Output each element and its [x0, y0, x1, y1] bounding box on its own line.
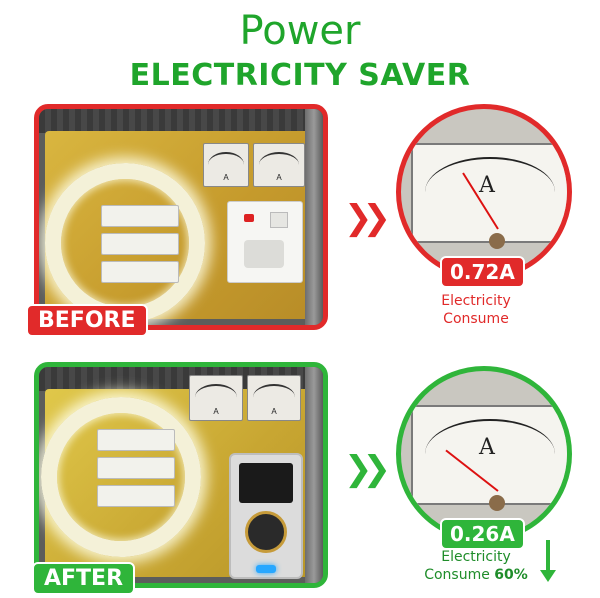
meter-scale	[425, 157, 555, 227]
socket	[244, 240, 284, 268]
lamp-driver	[97, 457, 175, 479]
saver-display	[239, 463, 293, 503]
lamp-driver	[101, 261, 179, 283]
arrow-down-icon	[540, 540, 556, 584]
title-power: Power	[239, 8, 361, 54]
power-outlet	[227, 201, 303, 283]
ammeter-mini: A	[203, 143, 249, 187]
savings-percent: 60%	[494, 567, 528, 583]
chevron-right-icon: ❯❯	[344, 449, 391, 489]
case-side	[305, 367, 323, 583]
meter-unit-label: A	[479, 173, 495, 198]
electricity-saver-device	[229, 453, 303, 579]
after-current-reading: 0.26A	[440, 518, 525, 550]
outlet-switch	[270, 212, 288, 228]
case-lid	[39, 109, 323, 133]
caption-line2: Consume	[443, 311, 509, 327]
before-tag: BEFORE	[26, 304, 148, 337]
lamp-driver	[97, 429, 175, 451]
after-tag: AFTER	[32, 562, 136, 595]
ammeter-mini: A	[189, 375, 243, 421]
meter-scale	[425, 419, 555, 489]
ammeter-mini: A	[247, 375, 301, 421]
ammeter-mini: A	[253, 143, 305, 187]
chevron-right-icon: ❯❯	[344, 198, 391, 238]
before-photo: A A	[34, 104, 328, 330]
meter-bolt	[489, 495, 505, 511]
saver-knob	[245, 511, 287, 553]
case-side	[305, 109, 323, 325]
caption-line1: Electricity	[441, 549, 511, 565]
after-photo: A A	[34, 362, 328, 588]
caption-line1: Electricity	[441, 293, 511, 309]
saver-led	[256, 565, 276, 573]
lamp-driver	[101, 205, 179, 227]
before-meter-zoom: A	[396, 104, 572, 280]
after-caption: Electricity Consume 60%	[410, 548, 542, 584]
indicator-light	[244, 214, 254, 222]
before-caption: Electricity Consume	[410, 292, 542, 328]
title-electricity-saver: ELECTRICITY SAVER	[129, 58, 471, 93]
meter-unit-label: A	[479, 435, 495, 460]
meter-bolt	[489, 233, 505, 249]
before-current-reading: 0.72A	[440, 256, 525, 288]
lamp-driver	[97, 485, 175, 507]
after-meter-zoom: A	[396, 366, 572, 542]
caption-line2: Consume	[424, 567, 490, 583]
lamp-driver	[101, 233, 179, 255]
